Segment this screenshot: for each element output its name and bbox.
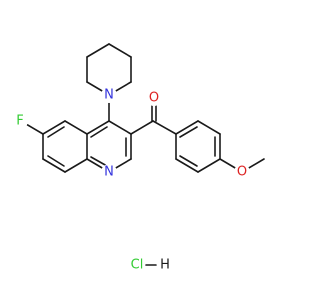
ether-oxygen-label: O [237,165,247,180]
fluorine-label: F [16,114,23,129]
quinoline-nitrogen-label: N [104,165,114,180]
carbonyl-group [130,103,177,135]
methoxyphenyl-ring [175,120,221,173]
salt-hydrogen-label: H [160,258,170,273]
piperidine-nitrogen-label: N [104,88,114,103]
salt-chlorine-label: Cl [131,258,144,273]
carbonyl-oxygen-label: O [149,91,159,106]
label-masks [12,87,250,180]
benzo-ring [42,120,88,173]
piperidine-ring [86,43,132,96]
fluorine-bond [25,123,44,135]
molecule-structure: N N F O O Cl H [12,43,265,273]
